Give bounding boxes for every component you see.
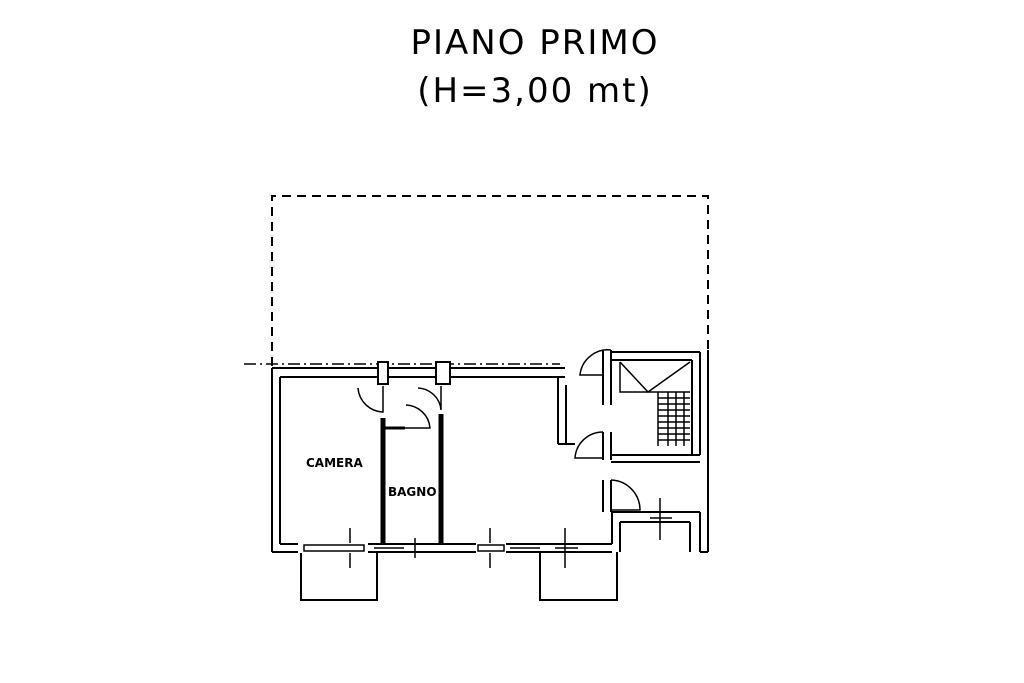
plan-title: PIANO PRIMO: [410, 23, 660, 63]
interior-walls: [380, 350, 701, 544]
columns: [377, 361, 451, 385]
room-label-camera: CAMERA: [306, 456, 363, 470]
stairs: [619, 361, 691, 446]
plan-height: (H=3,00 mt): [417, 71, 653, 111]
room-label-bagno: BAGNO: [388, 485, 437, 499]
window-frames: [303, 544, 505, 552]
wall-gaps: [298, 543, 506, 553]
door-swings: [357, 349, 641, 511]
dashed-outline: [271, 195, 709, 366]
balconies: [300, 552, 618, 601]
exterior-walls: [271, 350, 709, 553]
